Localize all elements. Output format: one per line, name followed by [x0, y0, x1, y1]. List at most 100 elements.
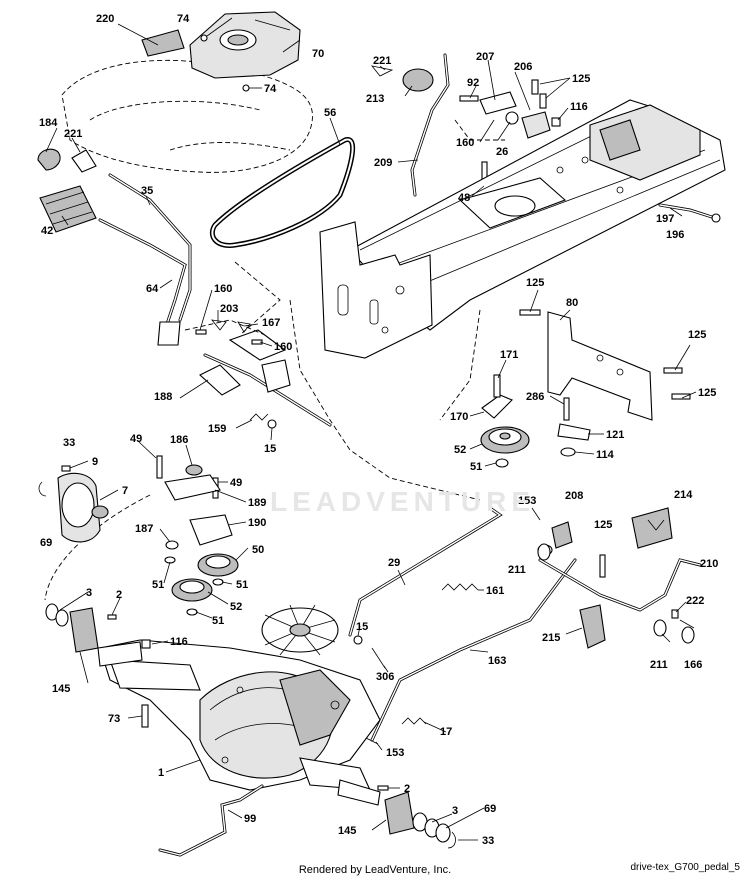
callout-49-right: 49 [230, 477, 242, 489]
spring-161 [441, 583, 479, 591]
nut-186 [185, 464, 203, 476]
callout-161: 161 [486, 585, 504, 597]
bracket-207 [479, 91, 517, 115]
callout-145-right: 145 [338, 825, 356, 837]
key-2-right [377, 785, 389, 791]
callout-153-upper: 153 [518, 495, 536, 507]
bolt-125-top-a [531, 79, 539, 95]
clip-167 [237, 321, 251, 333]
callout-114: 114 [596, 449, 615, 461]
bushing-211-lower [653, 619, 667, 637]
callout-211-lower: 211 [650, 659, 668, 671]
screw-74-top [200, 17, 233, 42]
callout-125-bracket-top: 125 [526, 277, 544, 289]
callout-222: 222 [686, 595, 704, 607]
plate-190 [189, 514, 233, 546]
callout-159: 159 [208, 423, 226, 435]
callout-29: 29 [388, 557, 400, 569]
bolt-49-left [156, 455, 163, 479]
callout-52-idler: 52 [454, 444, 466, 456]
callout-213: 213 [366, 93, 384, 105]
callout-125-top: 125 [572, 73, 590, 85]
callout-203: 203 [220, 303, 238, 315]
cooling-fan [261, 604, 339, 656]
bolt-73 [141, 704, 149, 728]
bushing-26 [505, 111, 519, 125]
cross-rod-197 [658, 203, 721, 223]
transaxle [99, 639, 381, 791]
bolt-286 [563, 397, 570, 421]
pulley-50 [197, 553, 239, 577]
callout-189: 189 [248, 497, 266, 509]
spacer-145-right [384, 791, 415, 835]
callout-74-bottom: 74 [264, 83, 277, 95]
knob-213 [402, 68, 434, 92]
callout-121: 121 [606, 429, 624, 441]
callout-15-lower: 15 [356, 621, 368, 633]
key-2-left [107, 614, 117, 620]
callout-206: 206 [514, 61, 532, 73]
callout-35: 35 [141, 185, 153, 197]
callout-33-left: 33 [63, 437, 75, 449]
pedal-shaft-210 [538, 558, 702, 612]
spacer-145-left [69, 607, 99, 653]
main-frame [349, 99, 726, 331]
callout-48: 48 [458, 192, 470, 204]
callout-153-lower: 153 [386, 747, 404, 759]
callout-7: 7 [122, 485, 128, 497]
wheel-hub-7 [57, 472, 109, 543]
callout-187: 187 [135, 523, 153, 535]
diagram-reference: drive-tex_G700_pedal_5 [630, 862, 740, 873]
key-9 [61, 465, 71, 472]
clip-153-lower [365, 737, 379, 745]
callout-49-left: 49 [130, 433, 142, 445]
lever-handle-221 [71, 149, 97, 173]
callout-51-b: 51 [236, 579, 248, 591]
callout-9: 9 [92, 456, 98, 468]
callout-221-left: 221 [64, 128, 82, 140]
footer-credit: Rendered by LeadVenture, Inc. [298, 864, 452, 876]
bolt-125-top-b [539, 93, 547, 109]
clip-33-right [447, 831, 456, 849]
fuel-gauge-insert [141, 29, 185, 57]
control-rod-163 [370, 558, 577, 742]
washer-166 [681, 626, 695, 644]
screw-74-bottom [242, 84, 262, 92]
callout-209: 209 [374, 157, 392, 169]
callout-15-upper: 15 [264, 443, 276, 455]
callout-196: 196 [666, 229, 684, 241]
callout-208: 208 [565, 490, 583, 502]
washer-15-lower [353, 635, 363, 645]
pin-160-b [251, 339, 263, 345]
idler-arm-170 [481, 394, 513, 419]
callout-160-top: 160 [456, 137, 474, 149]
plate-206 [521, 111, 551, 139]
nut-51-b [212, 578, 224, 586]
lift-rod-209 [410, 53, 450, 197]
bolt-125-bracket-a [519, 309, 541, 316]
callout-163: 163 [488, 655, 506, 667]
washer-69-right [435, 823, 451, 843]
callout-2-right: 2 [404, 783, 410, 795]
callout-2-left: 2 [116, 589, 122, 601]
callout-186: 186 [170, 434, 188, 446]
washer-15-upper [267, 419, 277, 429]
callout-56: 56 [324, 107, 336, 119]
pedal-215 [579, 604, 606, 649]
bolt-125-bracket-c [671, 393, 691, 400]
callout-26: 26 [496, 146, 508, 158]
callout-211-upper: 211 [508, 564, 526, 576]
bolt-125-bracket-b [663, 367, 683, 374]
callout-145-left: 145 [52, 683, 70, 695]
callout-125-pedal: 125 [594, 519, 612, 531]
drive-belt [209, 137, 356, 248]
pin-306 [371, 647, 386, 669]
callout-73: 73 [108, 713, 120, 725]
callout-188: 188 [154, 391, 172, 403]
callout-166: 166 [684, 659, 702, 671]
callout-125-bracket-right: 125 [688, 329, 706, 341]
pin-222 [671, 609, 679, 619]
callout-labels: 220 74 70 74 221 213 207 92 206 125 116 … [39, 13, 718, 847]
shift-rod [108, 173, 192, 322]
clip-33-left [38, 481, 47, 497]
